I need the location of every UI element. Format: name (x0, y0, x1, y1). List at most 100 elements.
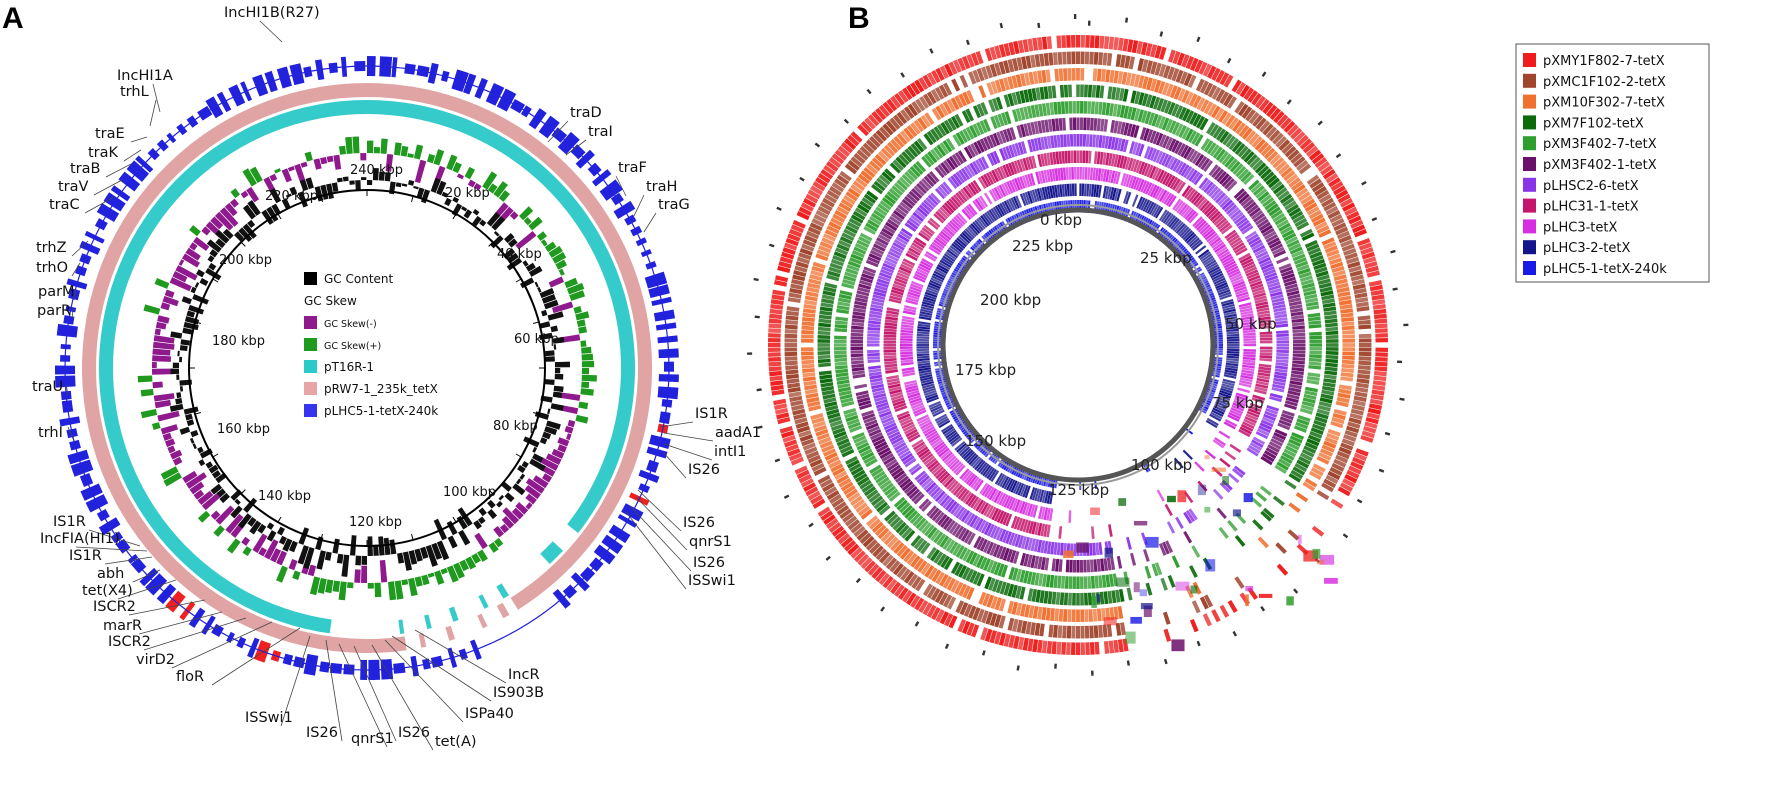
ring-block (1312, 463, 1326, 473)
ring-block (883, 422, 897, 431)
gc-content-bar (176, 374, 180, 380)
ring-block (884, 510, 896, 522)
legend-label: pXM3F402-1-tetX (1543, 158, 1657, 173)
ring-block (1113, 639, 1119, 653)
ring-block (851, 318, 865, 323)
ring-block (976, 197, 986, 209)
tick-mark (277, 213, 282, 220)
ring-block (926, 585, 937, 599)
ring-block (1248, 179, 1260, 191)
comparison-ring (817, 84, 1339, 606)
ring-block (859, 280, 872, 287)
ring-block (1002, 530, 1010, 543)
ring-block (913, 140, 925, 153)
ring-block (1280, 455, 1293, 465)
ring-block (1071, 167, 1074, 180)
ring-block (870, 380, 884, 386)
ring-block (1133, 159, 1140, 173)
ring-block (1031, 189, 1038, 203)
ring-block (1057, 101, 1062, 115)
ring-block (1268, 284, 1282, 291)
ring-block (1197, 155, 1208, 169)
ring-block (923, 296, 936, 303)
gc-content-bar (383, 537, 391, 556)
fragment (1133, 582, 1140, 593)
ring-block (1122, 38, 1129, 52)
ring-block (930, 437, 942, 447)
ring-block (1299, 138, 1312, 150)
ring-block (913, 275, 926, 283)
ring-block (886, 536, 899, 549)
ring-block (983, 485, 993, 498)
ring-block (1102, 169, 1108, 182)
legend-label: pLHC5-1-tetX-240k (324, 404, 438, 418)
gc-content-bar (361, 177, 367, 181)
ring-block (826, 490, 840, 501)
ring-block (1090, 101, 1096, 115)
ring-block (1117, 639, 1124, 653)
ring-block (903, 127, 915, 140)
ring-block (774, 280, 788, 287)
ring-block (1320, 290, 1334, 297)
ring-block (1180, 205, 1191, 217)
ring-segment (367, 83, 653, 610)
ring-block (1033, 555, 1040, 569)
ring-block (1027, 503, 1033, 517)
gc-content-bar (553, 344, 557, 350)
ring-block (864, 419, 878, 427)
ring-block (926, 72, 937, 86)
leader-line (384, 639, 464, 723)
gc-skew-bar (326, 155, 334, 163)
ring-block (859, 145, 872, 158)
gc-skew-bar (493, 181, 508, 198)
ring-block (913, 407, 926, 415)
ring-block (1189, 565, 1198, 578)
ring-block (1293, 257, 1307, 265)
ring-block (1003, 582, 1011, 596)
gene-label-item: traG (643, 197, 690, 233)
legend-label: pLHC31-1-tetX (1543, 200, 1639, 215)
gene-label: aadA1 (715, 425, 761, 441)
ring-block (857, 476, 870, 487)
ring-block (967, 532, 976, 546)
ring-block (942, 255, 955, 265)
legend-label: pXMC1F102-2-tetX (1543, 75, 1666, 90)
ring-block (1325, 172, 1339, 184)
ring-block (1208, 234, 1220, 245)
ring-block (940, 516, 951, 528)
ring-block (1166, 156, 1176, 169)
ring-block (1301, 449, 1315, 458)
ring-block (875, 129, 888, 142)
gc-content-bar (261, 209, 274, 225)
gene-label-item: traK (88, 145, 142, 162)
ring-block (1223, 374, 1237, 379)
ring-block (1280, 269, 1294, 277)
ring-block (812, 261, 826, 269)
ring-block (1271, 435, 1285, 444)
ring-block (1218, 392, 1232, 399)
gc-skew-bar (185, 472, 207, 489)
ring-block (963, 230, 974, 241)
ring-block (1045, 102, 1051, 116)
gc-content-bar (237, 513, 252, 529)
ring-block (1255, 250, 1269, 259)
gc-skew-bar (157, 410, 180, 422)
ring-block (1032, 505, 1038, 518)
gc-skew-bar (474, 532, 488, 550)
ring-block (929, 217, 941, 228)
ring-block (1182, 230, 1193, 241)
ring-block (983, 192, 993, 205)
ring-block (1083, 559, 1087, 573)
ring-block (937, 164, 948, 177)
ring-block (970, 181, 980, 194)
ring-block (1162, 541, 1170, 555)
ring-block (885, 313, 899, 318)
ring-block (1076, 100, 1080, 114)
outer-tick (866, 88, 872, 95)
ring-block (824, 452, 838, 461)
ring-block (890, 436, 904, 446)
ring-block (867, 330, 880, 334)
ring-block (916, 539, 928, 552)
outer-tick (1371, 217, 1378, 222)
ring-block (999, 581, 1007, 595)
